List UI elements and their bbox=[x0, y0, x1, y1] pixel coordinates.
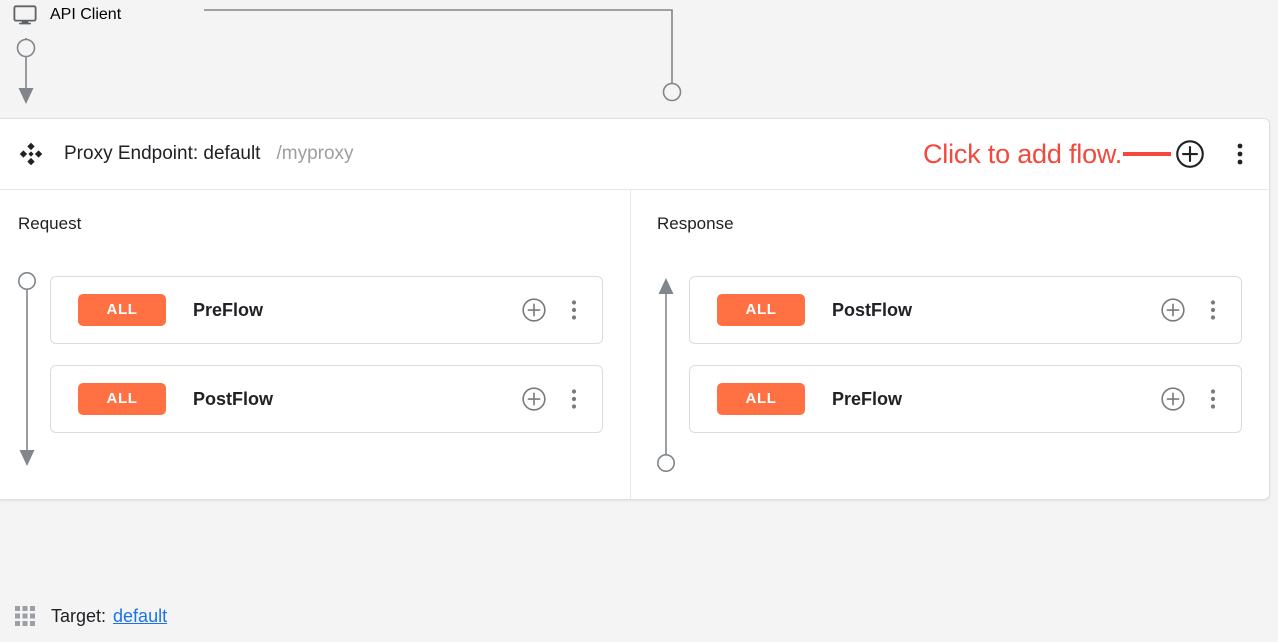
flow-name: PostFlow bbox=[832, 299, 912, 320]
flow-name: PreFlow bbox=[193, 299, 264, 320]
flow-columns: Request ALL PreFlow bbox=[0, 190, 1269, 500]
proxy-endpoint-panel: Proxy Endpoint: default /myproxy Click t… bbox=[0, 118, 1270, 500]
target-name-link[interactable]: default bbox=[113, 605, 168, 626]
add-circle-icon[interactable] bbox=[1160, 386, 1186, 412]
annotation-text: Click to add flow. bbox=[923, 138, 1122, 169]
add-circle-icon[interactable] bbox=[521, 297, 547, 323]
response-flow-list: ALL PostFlow bbox=[689, 276, 1242, 454]
apps-grid-icon[interactable] bbox=[14, 605, 36, 627]
target-row bbox=[0, 500, 1278, 642]
response-column-title: Response bbox=[657, 214, 734, 233]
annotation-pointer-line bbox=[1123, 152, 1171, 156]
proxy-endpoint-header: Proxy Endpoint: default /myproxy Click t… bbox=[0, 119, 1269, 190]
more-vertical-icon[interactable] bbox=[1202, 297, 1224, 323]
response-flow-direction-arrow bbox=[657, 278, 675, 472]
status-badge: ALL bbox=[717, 294, 805, 326]
api-client-row: API Client bbox=[0, 0, 1278, 118]
status-badge: ALL bbox=[78, 294, 166, 326]
target-label-group: Target: default bbox=[14, 605, 167, 627]
add-circle-icon[interactable] bbox=[1160, 297, 1186, 323]
more-vertical-icon[interactable] bbox=[1202, 386, 1224, 412]
monitor-icon bbox=[13, 5, 37, 25]
add-circle-icon[interactable] bbox=[521, 386, 547, 412]
add-circle-icon[interactable] bbox=[1175, 139, 1205, 169]
add-flow-annotation: Click to add flow. bbox=[923, 139, 1173, 170]
flow-card-actions bbox=[1160, 297, 1224, 323]
flow-card[interactable]: ALL PostFlow bbox=[50, 365, 603, 433]
endpoint-header-actions: Click to add flow. bbox=[923, 119, 1253, 189]
drag-move-icon[interactable] bbox=[18, 141, 44, 167]
more-vertical-icon[interactable] bbox=[563, 297, 585, 323]
request-column: Request ALL PreFlow bbox=[0, 190, 631, 500]
request-flow-direction-arrow bbox=[18, 272, 36, 466]
flow-card-actions bbox=[1160, 386, 1224, 412]
flow-card-actions bbox=[521, 386, 585, 412]
page-title: Proxy Endpoint: default bbox=[64, 143, 261, 164]
flow-card[interactable]: ALL PreFlow bbox=[50, 276, 603, 344]
response-column: Response ALL PostFlow bbox=[631, 190, 1268, 500]
more-vertical-icon[interactable] bbox=[1227, 139, 1253, 169]
flow-name: PostFlow bbox=[193, 388, 273, 409]
request-flow-list: ALL PreFlow bbox=[50, 276, 603, 454]
request-column-title: Request bbox=[18, 214, 82, 233]
status-badge: ALL bbox=[717, 383, 805, 415]
api-client-label: API Client bbox=[50, 6, 122, 23]
api-client-label-group: API Client bbox=[12, 2, 121, 28]
target-label: Target: bbox=[51, 605, 107, 626]
flow-name: PreFlow bbox=[832, 388, 903, 409]
flow-card[interactable]: ALL PostFlow bbox=[689, 276, 1242, 344]
flow-card[interactable]: ALL PreFlow bbox=[689, 365, 1242, 433]
more-vertical-icon[interactable] bbox=[563, 386, 585, 412]
status-badge: ALL bbox=[78, 383, 166, 415]
client-to-endpoint-connector bbox=[16, 9, 682, 104]
endpoint-path: /myproxy bbox=[276, 143, 354, 164]
flow-card-actions bbox=[521, 297, 585, 323]
